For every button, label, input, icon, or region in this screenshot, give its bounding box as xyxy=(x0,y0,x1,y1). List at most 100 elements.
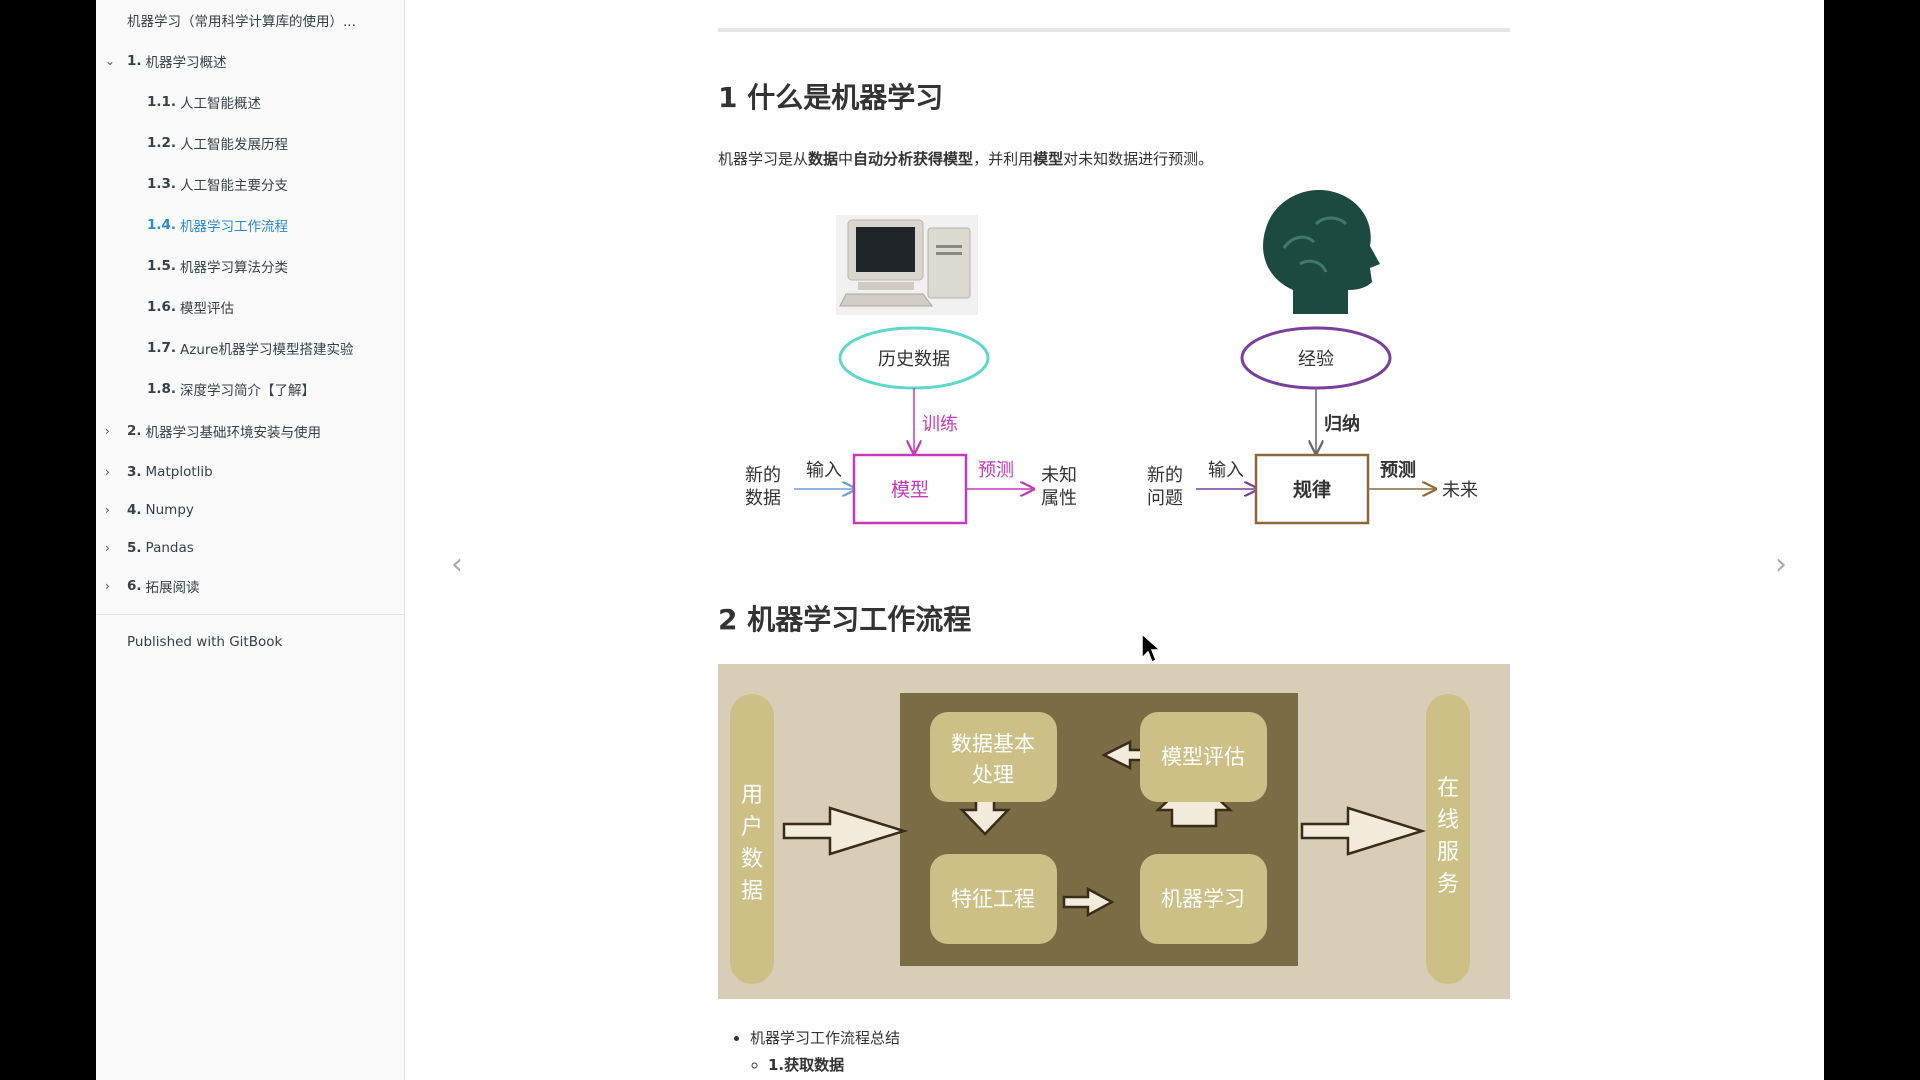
sidebar-book-title[interactable]: 机器学习（常用科学计算库的使用）... xyxy=(96,6,435,34)
sidebar-item-chapter-4[interactable]: › 4. Numpy xyxy=(96,496,435,524)
sidebar-item-number: 6. xyxy=(127,578,142,594)
arrow-right-big xyxy=(1300,806,1427,856)
sidebar-item-label: Matplotlib xyxy=(145,464,213,480)
sidebar-item-label: 机器学习算法分类 xyxy=(180,260,289,276)
model-evaluation-label: 模型评估 xyxy=(1161,745,1245,769)
online-service-char: 务 xyxy=(1437,872,1459,897)
sidebar-item-chapter-1[interactable]: ⌄ 1. 机器学习概述 xyxy=(96,47,435,75)
sidebar-item-chapter-3[interactable]: › 3. Matplotlib xyxy=(96,458,435,486)
sidebar-item-number: 1.3. xyxy=(147,176,177,192)
unknown-attr-line1: 未知 xyxy=(1041,465,1077,486)
intro-text: 机器学习是从 xyxy=(718,150,809,168)
sidebar-item-chapter-5[interactable]: › 5. Pandas xyxy=(96,534,435,562)
intro-paragraph: 机器学习是从数据中自动分析获得模型，并利用模型对未知数据进行预测。 xyxy=(718,148,1213,169)
sidebar-item-number: 1.8. xyxy=(147,381,177,397)
chevron-right-icon[interactable]: › xyxy=(105,465,110,479)
sidebar-item-label: 机器学习工作流程 xyxy=(180,219,289,235)
sidebar-item-1-8[interactable]: 1.8. 深度学习简介【了解】 xyxy=(96,375,455,403)
box-model-evaluation xyxy=(1140,712,1267,802)
published-text: Published with GitBook xyxy=(127,634,283,650)
sidebar-item-chapter-6[interactable]: › 6. 拓展阅读 xyxy=(96,572,435,600)
section-heading-1: 1 什么是机器学习 xyxy=(718,81,944,114)
sidebar-item-1-1[interactable]: 1.1. 人工智能概述 xyxy=(96,88,455,116)
intro-text: 中 xyxy=(838,150,854,168)
intro-bold: 模型 xyxy=(1033,150,1064,168)
intro-text: ，并利用 xyxy=(973,150,1034,168)
new-question-line1: 新的 xyxy=(1147,465,1183,486)
ml-concept-diagram: 历史数据 训练 新的 数据 输入 模型 预测 未知 属性 经验 归纳 新的 问 xyxy=(745,190,1478,525)
computer-icon xyxy=(836,215,978,315)
box-data-processing xyxy=(930,712,1057,802)
user-data-char: 户 xyxy=(741,815,763,840)
sidebar-item-label: 人工智能主要分支 xyxy=(180,178,289,194)
box-feature-engineering xyxy=(930,854,1057,944)
box-machine-learning xyxy=(1140,854,1267,944)
user-data-char: 用 xyxy=(741,783,763,808)
list-item: 1.获取数据 xyxy=(768,1054,900,1075)
online-service-char: 服 xyxy=(1437,840,1459,865)
section-heading-2: 2 机器学习工作流程 xyxy=(718,603,972,636)
sidebar: 机器学习（常用科学计算库的使用）... ⌄ 1. 机器学习概述 1.1. 人工智… xyxy=(96,0,405,1080)
intro-bold: 数据 xyxy=(808,150,839,168)
predict-label-left: 预测 xyxy=(978,460,1014,481)
new-question-line2: 问题 xyxy=(1147,488,1183,509)
sidebar-item-number: 3. xyxy=(127,464,142,480)
ml-workflow-diagram: 用 户 数 据 在 线 服 务 数据基本 处理 模型评估 特征工程 xyxy=(718,664,1510,999)
sidebar-item-label: Pandas xyxy=(145,540,194,556)
previous-page-arrow-icon[interactable]: ‹ xyxy=(451,547,463,582)
sidebar-item-1-4-active[interactable]: 1.4. 机器学习工作流程 xyxy=(96,211,455,239)
sidebar-item-label: 人工智能概述 xyxy=(180,96,262,112)
intro-text: 对未知数据进行预测。 xyxy=(1063,150,1214,168)
new-data-line1: 新的 xyxy=(745,465,781,486)
machine-learning-label: 机器学习 xyxy=(1161,887,1245,911)
sidebar-item-number: 2. xyxy=(127,423,142,439)
sidebar-item-1-7[interactable]: 1.7. Azure机器学习模型搭建实验 xyxy=(96,334,455,362)
sidebar-item-number: 1.4. xyxy=(147,217,177,233)
chevron-down-icon[interactable]: ⌄ xyxy=(105,54,116,68)
user-data-char: 据 xyxy=(741,879,763,904)
horizontal-rule xyxy=(718,28,1510,32)
sidebar-item-1-2[interactable]: 1.2. 人工智能发展历程 xyxy=(96,129,455,157)
future-label: 未来 xyxy=(1442,480,1478,501)
main-content: 1 什么是机器学习 机器学习是从数据中自动分析获得模型，并利用模型对未知数据进行… xyxy=(404,0,1824,1080)
sidebar-item-1-3[interactable]: 1.3. 人工智能主要分支 xyxy=(96,170,455,198)
rule-label: 规律 xyxy=(1293,478,1331,501)
data-processing-label-line2: 处理 xyxy=(972,763,1014,787)
sidebar-item-label: 拓展阅读 xyxy=(145,580,200,596)
input-label-left: 输入 xyxy=(806,460,842,481)
chevron-right-icon[interactable]: › xyxy=(105,503,110,517)
arrow-right-big xyxy=(782,806,909,856)
sidebar-item-label: 模型评估 xyxy=(180,301,235,317)
predict-label-right: 预测 xyxy=(1380,459,1416,481)
gitbook-window: 机器学习（常用科学计算库的使用）... ⌄ 1. 机器学习概述 1.1. 人工智… xyxy=(96,0,1824,1080)
sidebar-item-chapter-2[interactable]: › 2. 机器学习基础环境安装与使用 xyxy=(96,417,435,445)
sidebar-item-label: 深度学习简介【了解】 xyxy=(180,383,316,399)
published-with-gitbook-link[interactable]: Published with GitBook xyxy=(96,628,435,656)
sidebar-item-number: 5. xyxy=(127,540,142,556)
sidebar-item-label: Azure机器学习模型搭建实验 xyxy=(180,342,354,358)
summary-sublist: 1.获取数据 xyxy=(750,1054,900,1075)
online-service-pill xyxy=(1426,694,1470,984)
new-data-line2: 数据 xyxy=(745,488,781,509)
sidebar-item-label: 机器学习基础环境安装与使用 xyxy=(145,425,322,441)
sidebar-item-number: 1.7. xyxy=(147,340,177,356)
chevron-right-icon[interactable]: › xyxy=(105,424,110,438)
sidebar-item-number: 1. xyxy=(127,53,142,69)
chevron-right-icon[interactable]: › xyxy=(105,541,110,555)
data-processing-label-line1: 数据基本 xyxy=(951,732,1035,756)
sidebar-divider xyxy=(96,614,404,615)
sidebar-item-label: Numpy xyxy=(145,502,194,518)
feature-engineering-label: 特征工程 xyxy=(951,887,1035,911)
next-page-arrow-icon[interactable]: › xyxy=(1775,547,1787,582)
sidebar-item-number: 1.2. xyxy=(147,135,177,151)
arrow-right-small xyxy=(1062,886,1115,918)
chevron-right-icon[interactable]: › xyxy=(105,579,110,593)
sidebar-item-number: 1.6. xyxy=(147,299,177,315)
input-label-right: 输入 xyxy=(1208,460,1244,481)
sidebar-item-1-5[interactable]: 1.5. 机器学习算法分类 xyxy=(96,252,455,280)
model-box xyxy=(852,453,968,525)
user-data-char: 数 xyxy=(741,847,763,872)
model-label: 模型 xyxy=(891,479,929,501)
induce-label: 归纳 xyxy=(1324,413,1360,435)
sidebar-item-1-6[interactable]: 1.6. 模型评估 xyxy=(96,293,455,321)
